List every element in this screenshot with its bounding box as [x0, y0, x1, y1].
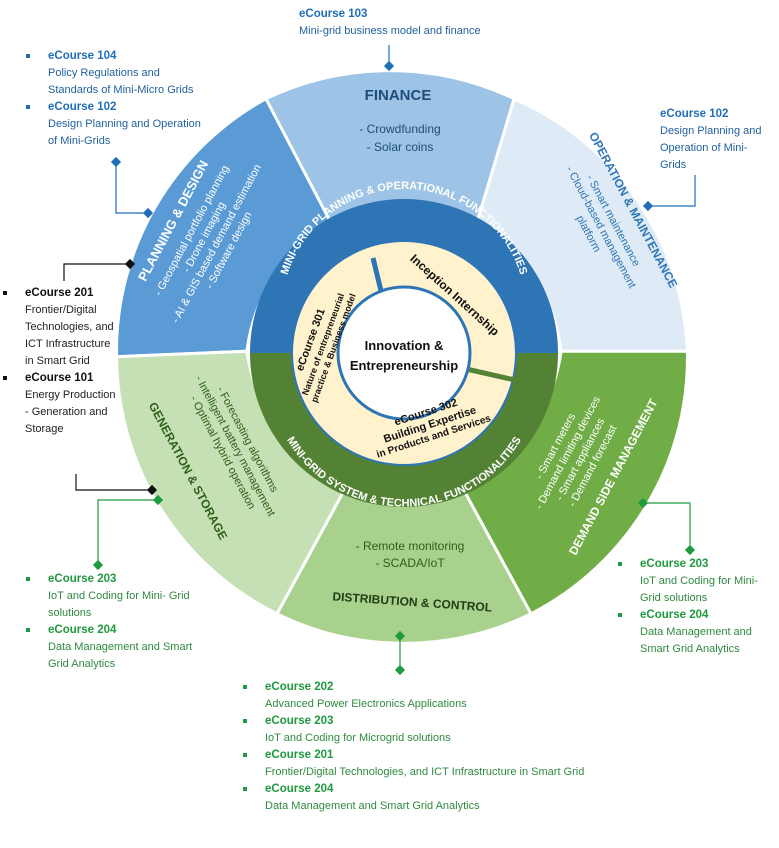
course-desc: IoT and Coding for Microgrid solutions — [265, 732, 451, 744]
bullet-icon — [243, 753, 247, 757]
course-item: eCourse 203 IoT and Coding for Microgrid… — [243, 713, 595, 747]
course-operation-right: eCourse 102 Design Planning and Operatio… — [660, 106, 770, 174]
course-item: eCourse 102 Design Planning and Operatio… — [26, 99, 213, 150]
course-title: eCourse 204 — [48, 624, 117, 636]
course-item: eCourse 203 IoT and Coding for Mini-Grid… — [618, 556, 770, 607]
course-item: eCourse 104 Policy Regulations and Stand… — [26, 48, 213, 99]
bullet-icon — [618, 613, 622, 617]
course-title: eCourse 203 — [640, 558, 709, 570]
connector-demand — [637, 497, 696, 556]
course-title: eCourse 104 — [48, 50, 117, 62]
course-desc: Mini-grid business model and finance — [299, 25, 481, 37]
course-desc: Frontier/Digital Technologies, and ICT I… — [25, 304, 114, 367]
distribution-item-1: - Remote monitoring — [356, 539, 465, 553]
course-planning-left: eCourse 104 Policy Regulations and Stand… — [26, 48, 213, 150]
course-finance-top: eCourse 103 Mini-grid business model and… — [299, 6, 519, 40]
course-desc: Design Planning and Operation of Mini-Gr… — [660, 125, 762, 171]
course-title: eCourse 201 — [265, 749, 334, 761]
bullet-icon — [243, 787, 247, 791]
course-title: eCourse 101 — [25, 372, 94, 384]
connector-operation — [642, 175, 696, 212]
connector-generation — [92, 494, 164, 571]
divider-blue — [370, 257, 385, 296]
course-title: eCourse 204 — [640, 609, 709, 621]
divider-green — [461, 365, 516, 383]
course-desc: Frontier/Digital Technologies, and ICT I… — [265, 766, 585, 778]
course-desc: Data Management and Smart Grid Analytics — [48, 641, 193, 670]
course-desc: IoT and Coding for Mini- Grid solutions — [48, 590, 190, 619]
center-circle — [336, 285, 472, 421]
finance-item-2: - Solar coins — [367, 140, 434, 154]
finance-item-1: - Crowdfunding — [359, 122, 440, 136]
distribution-item-2: - SCADA/IoT — [375, 556, 445, 570]
course-desc: Policy Regulations and Standards of Mini… — [48, 67, 194, 96]
connector-black-bottom — [75, 474, 158, 496]
course-item: eCourse 204 Data Management and Smart Gr… — [618, 607, 770, 658]
course-title: eCourse 204 — [265, 783, 334, 795]
course-item: eCourse 204 Data Management and Smart Gr… — [243, 781, 595, 815]
bullet-icon — [3, 291, 7, 295]
course-desc: IoT and Coding for Mini-Grid solutions — [640, 575, 758, 604]
course-title: eCourse 201 — [25, 287, 94, 299]
bullet-icon — [243, 719, 247, 723]
bullet-icon — [243, 685, 247, 689]
center-line1: Innovation & — [365, 338, 444, 353]
course-item: eCourse 203 IoT and Coding for Mini- Gri… — [26, 571, 208, 622]
connector-distribution — [394, 630, 406, 676]
course-desc: Energy Production - Generation and Stora… — [25, 389, 116, 435]
course-title: eCourse 103 — [299, 8, 368, 20]
bullet-icon — [3, 376, 7, 380]
course-desc: Advanced Power Electronics Applications — [265, 698, 467, 710]
connector-black-top — [63, 258, 136, 281]
bullet-icon — [26, 577, 30, 581]
bullet-icon — [618, 562, 622, 566]
connector-planning — [110, 156, 154, 219]
course-item: eCourse 201 Frontier/Digital Technologie… — [243, 747, 595, 781]
course-item: eCourse 103 Mini-grid business model and… — [299, 6, 519, 40]
connector-finance — [383, 45, 395, 72]
course-demand-right: eCourse 203 IoT and Coding for Mini-Grid… — [618, 556, 770, 658]
course-item: eCourse 201 Frontier/Digital Technologie… — [3, 285, 120, 370]
bullet-icon — [26, 628, 30, 632]
course-title: eCourse 102 — [660, 108, 729, 120]
finance-title: FINANCE — [365, 87, 432, 104]
center-line2: Entrepreneurship — [350, 358, 458, 373]
course-distribution-bottom: eCourse 202 Advanced Power Electronics A… — [243, 679, 595, 815]
course-generation-left: eCourse 203 IoT and Coding for Mini- Gri… — [26, 571, 208, 673]
course-item: eCourse 204 Data Management and Smart Gr… — [26, 622, 208, 673]
bullet-icon — [26, 105, 30, 109]
course-desc: Data Management and Smart Grid Analytics — [265, 800, 480, 812]
course-item: eCourse 102 Design Planning and Operatio… — [660, 106, 770, 174]
course-desc: Design Planning and Operation of Mini-Gr… — [48, 118, 201, 147]
course-left-black: eCourse 201 Frontier/Digital Technologie… — [3, 285, 120, 438]
course-title: eCourse 202 — [265, 681, 334, 693]
bullet-icon — [26, 54, 30, 58]
course-item: eCourse 202 Advanced Power Electronics A… — [243, 679, 595, 713]
course-title: eCourse 203 — [265, 715, 334, 727]
course-title: eCourse 102 — [48, 101, 117, 113]
course-desc: Data Management and Smart Grid Analytics — [640, 626, 752, 655]
course-item: eCourse 101 Energy Production - Generati… — [3, 370, 120, 438]
course-title: eCourse 203 — [48, 573, 117, 585]
